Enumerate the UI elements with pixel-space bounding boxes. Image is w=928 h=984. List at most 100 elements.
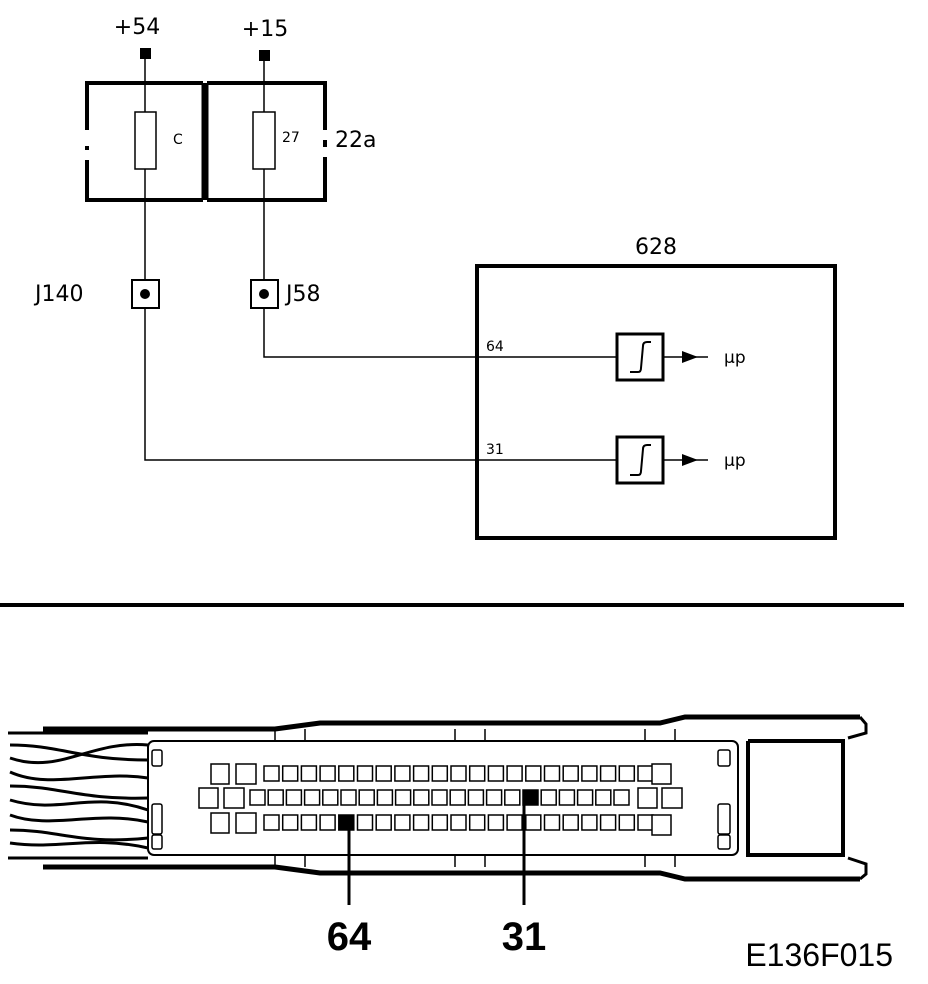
pin-cavity [356, 765, 374, 782]
output-label-64: µp [724, 348, 746, 368]
fuse-box-label: 22a [335, 128, 376, 153]
pin-cavity [319, 765, 336, 782]
pin-cavity [375, 814, 392, 831]
pin-cavity [487, 765, 505, 782]
callout-label-64: 64 [327, 915, 372, 959]
fuse-left-label: C [173, 132, 183, 148]
pin-cavity [431, 789, 448, 806]
pin-cavity [450, 814, 467, 831]
pin-cavity [581, 814, 598, 831]
pin-cavity [562, 765, 579, 782]
output-label-31: µp [724, 451, 746, 471]
pin-cavity [599, 814, 617, 831]
pin-cavity [412, 765, 430, 782]
pin-cavity [540, 789, 557, 806]
pin-cavity [431, 765, 449, 782]
terminal-left [140, 48, 151, 59]
terminal-right [259, 50, 270, 61]
pin-cavity-large [235, 763, 257, 785]
pin-cavity-large [661, 787, 683, 809]
pin-cavity [525, 765, 542, 782]
pin-cavity [340, 789, 357, 806]
supply-label-right: +15 [242, 17, 288, 42]
pin-cavity [637, 814, 654, 831]
junction-left-dot [140, 289, 150, 299]
pin-cavity-large [210, 763, 230, 785]
pin-cavity-large [198, 787, 219, 809]
pin-cavity-large [637, 787, 658, 809]
cable-bundle [8, 731, 149, 860]
pin-cavity [581, 765, 598, 782]
pin-cavity [358, 789, 375, 806]
arrow-right-icon [682, 454, 698, 466]
pin-cavity [595, 789, 612, 806]
pin-cavity-large [651, 814, 672, 836]
connector-latch-left [151, 749, 163, 850]
pin-cavity [576, 789, 594, 806]
hysteresis-icon [630, 341, 651, 373]
pin-cavity [543, 765, 561, 782]
pin-cavity [267, 789, 284, 806]
pin-cavity [394, 814, 411, 831]
pin-number-64: 64 [486, 339, 504, 355]
fuse-right [252, 111, 276, 170]
figure-code: E136F015 [745, 937, 893, 973]
pin-cavity [338, 814, 355, 831]
pin-cavity [375, 765, 392, 782]
pin-cavity [413, 789, 430, 806]
pin-cavity [558, 789, 576, 806]
pin-cavity-large [651, 763, 672, 785]
pin-cavity [319, 814, 336, 831]
pin-cavity [468, 814, 486, 831]
schmitt-trigger-64 [615, 332, 665, 382]
pin-cavity [543, 814, 561, 831]
pin-cavity [467, 789, 485, 806]
junction-right-dot [259, 289, 269, 299]
pin-cavity [562, 814, 579, 831]
fuse-box [85, 81, 327, 202]
module-label: 628 [635, 235, 677, 260]
pin-cavity-large [223, 787, 245, 809]
pin-cavity [322, 789, 339, 806]
pin-cavity [263, 765, 280, 782]
pin-cavity [599, 765, 617, 782]
pin-cavity [522, 789, 539, 806]
junction-right-label: J58 [284, 282, 320, 307]
schmitt-trigger-31 [615, 435, 665, 485]
pin-cavity-large [235, 812, 257, 834]
pin-cavity [504, 789, 521, 806]
pin-cavity [506, 765, 523, 782]
pin-cavity [618, 814, 636, 831]
pin-cavity-large [210, 812, 230, 834]
connector-pin-grid [198, 763, 683, 836]
pin-cavity [356, 814, 374, 831]
pin-cavity [449, 789, 466, 806]
junction-left-label: J140 [33, 282, 83, 307]
connector-latch-right [717, 749, 731, 850]
pin-cavity [300, 814, 318, 831]
wires [144, 59, 617, 461]
pin-cavity [485, 789, 503, 806]
pin-cavity [506, 814, 523, 831]
pin-cavity [281, 765, 299, 782]
callout-label-31: 31 [502, 915, 547, 959]
arrow-right-icon [682, 351, 698, 363]
pin-cavity [338, 765, 355, 782]
pin-cavity [376, 789, 394, 806]
pin-cavity [394, 765, 411, 782]
pin-cavity [394, 789, 412, 806]
pin-cavity [285, 789, 303, 806]
pin-number-31: 31 [486, 442, 504, 458]
pin-cavity [450, 765, 467, 782]
pin-cavity [303, 789, 321, 806]
supply-label-left: +54 [114, 15, 160, 40]
pin-cavity [300, 765, 318, 782]
pin-cavity [618, 765, 636, 782]
pin-cavity [468, 765, 486, 782]
connector-housing [43, 714, 868, 882]
control-module [475, 264, 837, 540]
fuse-right-label: 27 [282, 130, 300, 146]
pin-cavity [281, 814, 299, 831]
pin-cavity [249, 789, 266, 806]
